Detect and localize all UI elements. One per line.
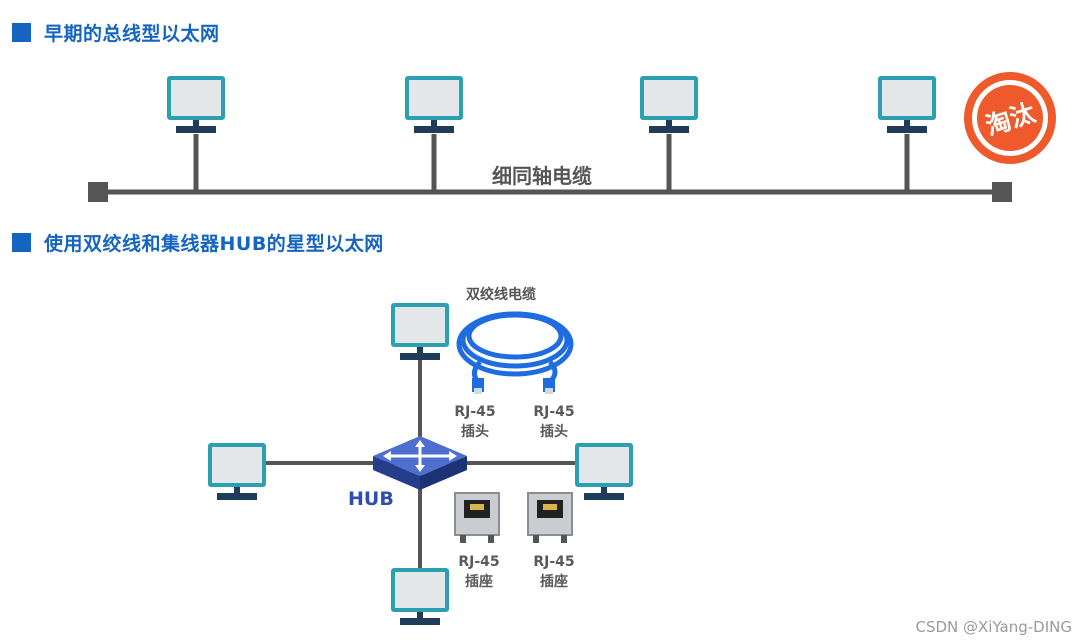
rj45-plug-icon — [543, 378, 555, 394]
twisted-pair-label: 双绞线电缆 — [466, 287, 536, 303]
watermark: CSDN @XiYang-DING — [915, 618, 1072, 636]
computer-icon — [391, 568, 449, 628]
bus-cable-label: 细同轴电缆 — [492, 164, 592, 188]
plug-right-label: RJ-45 插头 — [533, 404, 575, 440]
hub-label: HUB — [348, 488, 394, 510]
heading-bullet — [12, 233, 31, 252]
obsolete-stamp: 淘汰 — [964, 72, 1056, 164]
terminator-right — [992, 182, 1012, 202]
computer-icon — [575, 443, 633, 503]
computer-icon — [640, 76, 698, 136]
rj45-socket-icon — [454, 492, 500, 543]
rj45-plug-icon — [472, 378, 484, 394]
computer-icon — [391, 303, 449, 363]
computer-icon — [208, 443, 266, 503]
twisted-pair-cable-icon — [456, 311, 574, 384]
rj45-socket-icon — [527, 492, 573, 543]
computer-icon — [878, 76, 936, 136]
heading-text: 早期的总线型以太网 — [44, 23, 220, 45]
section-heading-star: 使用双绞线和集线器HUB的星型以太网 — [12, 229, 384, 256]
heading-text: 使用双绞线和集线器HUB的星型以太网 — [44, 233, 384, 255]
computer-icon — [405, 76, 463, 136]
socket-left-label: RJ-45 插座 — [458, 554, 500, 590]
section-heading-bus: 早期的总线型以太网 — [12, 19, 220, 46]
hub-icon — [373, 436, 467, 490]
computer-icon — [167, 76, 225, 136]
plug-left-label: RJ-45 插头 — [454, 404, 496, 440]
terminator-left — [88, 182, 108, 202]
socket-right-label: RJ-45 插座 — [533, 554, 575, 590]
heading-bullet — [12, 23, 31, 42]
